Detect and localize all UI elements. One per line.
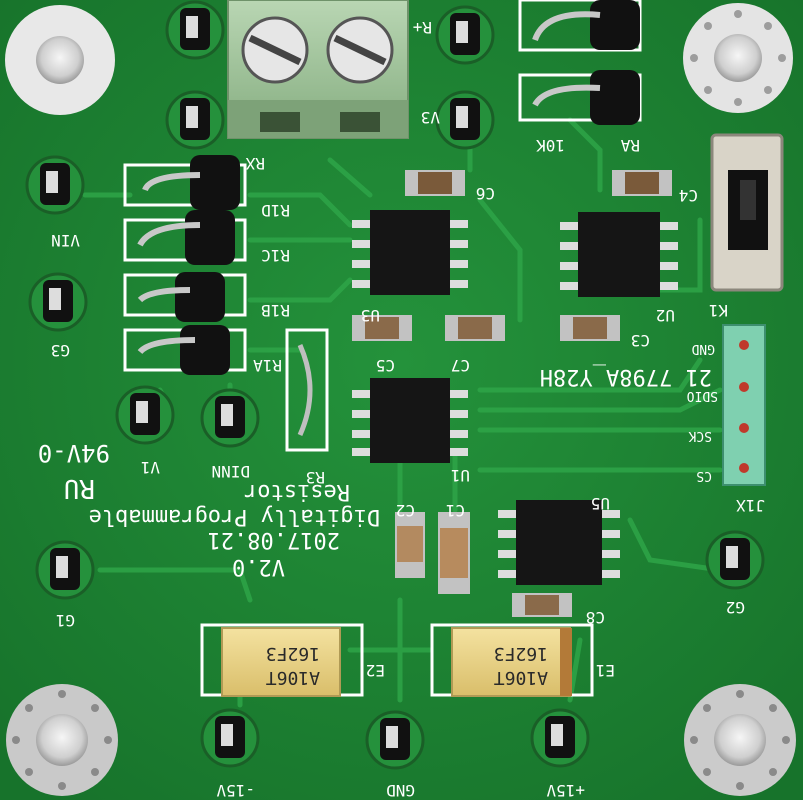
ic-u3 (352, 210, 468, 295)
label-r3: R3 (306, 468, 325, 487)
label-u2: U2 (656, 306, 675, 325)
mounting-hole-top-right (683, 3, 793, 113)
label-c7: C7 (451, 356, 470, 375)
label-r1b: R1B (261, 301, 290, 320)
label-gnd: GND (386, 781, 415, 800)
jumper-r3 (285, 328, 329, 452)
smd-capacitors (352, 170, 672, 617)
label-j1x: J1X (736, 496, 765, 515)
label-rx: RX (245, 154, 265, 173)
mounting-hole-bottom-left (6, 684, 118, 796)
label-v1: V1 (141, 458, 160, 477)
label-c5: C5 (376, 356, 395, 375)
silk-flammability: 94V-0 (38, 439, 110, 467)
post-top-1 (165, 0, 225, 60)
post-vin (25, 155, 85, 215)
jumper-block-r1 (123, 155, 247, 375)
label-header-cs: CS (696, 468, 712, 483)
label-header-sdio: SDIO (687, 388, 718, 403)
label-g2: G2 (726, 598, 745, 617)
cap-c7 (445, 315, 505, 341)
post-v3 (435, 90, 495, 150)
post-gnd (365, 710, 425, 770)
label-g3: G3 (51, 341, 70, 360)
cap-c5 (352, 315, 412, 341)
screw-terminal-rx (227, 0, 409, 139)
header-j1x (722, 324, 766, 486)
e2-marking-1: 162F3 (266, 643, 320, 664)
label-pos15v: +15V (546, 781, 585, 800)
label-c1: C1 (446, 501, 465, 520)
silkscreen-text: VIN G3 G1 G2 V1 DINN -15V GND +15V RX R+… (38, 18, 765, 800)
post-neg15v (200, 708, 260, 768)
cap-c3 (560, 315, 620, 341)
label-u1: U1 (451, 466, 470, 485)
ic-u1 (352, 378, 468, 463)
tantalum-e2 (200, 623, 364, 697)
post-g2 (705, 530, 765, 590)
mounting-hole-top-left (5, 5, 115, 115)
label-v3: V3 (421, 108, 440, 127)
post-r-plus (435, 5, 495, 65)
label-u5: U5 (591, 494, 610, 513)
label-r1c: R1C (261, 246, 290, 265)
silk-version: V2.0 (232, 554, 285, 579)
label-e1: E1 (596, 661, 615, 680)
label-e2: E2 (366, 661, 385, 680)
cap-c8 (512, 593, 572, 617)
post-g1 (35, 540, 95, 600)
cap-c2 (395, 512, 425, 578)
silk-title-line2: Resistor (244, 479, 350, 504)
silk-title-line1: Digitally Programmable (89, 504, 380, 529)
mounting-hole-bottom-right (684, 684, 796, 796)
label-c4: C4 (679, 186, 698, 205)
label-g1: G1 (56, 611, 75, 630)
e1-marking-1: 162F3 (494, 643, 548, 664)
label-header-gnd: GND (691, 341, 715, 356)
cap-c4 (612, 170, 672, 196)
label-c3: C3 (631, 331, 650, 350)
ic-u2 (560, 212, 678, 297)
label-u3: U3 (361, 306, 380, 325)
tantalum-markings: 162F3 A106T 162F3 A106T (266, 643, 548, 688)
label-header-sck: SCK (688, 428, 712, 443)
e2-marking-2: A106T (266, 667, 320, 688)
jumper-block-ra (518, 0, 642, 125)
silk-ul-mark: RU (64, 473, 95, 503)
cap-c1 (438, 512, 470, 594)
ic-u5 (498, 500, 620, 585)
label-c8: C8 (586, 608, 605, 627)
label-neg15v: -15V (216, 781, 255, 800)
label-k1: K1 (709, 301, 728, 320)
silk-part-number: 21 7798A_Y28H (540, 364, 712, 389)
test-points (25, 0, 765, 770)
post-g3 (28, 272, 88, 332)
label-r1a: R1A (253, 356, 282, 375)
tantalum-e1 (430, 623, 594, 697)
label-dinn: DINN (211, 462, 250, 481)
label-vin: VIN (51, 231, 80, 250)
post-top-2 (165, 90, 225, 150)
e1-marking-2: A106T (494, 667, 548, 688)
slide-switch-k1 (710, 133, 784, 292)
post-v1 (115, 385, 175, 445)
label-r1d: R1D (261, 201, 290, 220)
label-c2: C2 (396, 501, 415, 520)
label-ra: RA (620, 136, 640, 155)
post-dinn (200, 388, 260, 448)
post-pos15v (530, 708, 590, 768)
label-r-plus: R+ (413, 18, 432, 37)
silk-date: 2017.08.21 (208, 527, 340, 552)
label-10k: 10K (536, 136, 565, 155)
label-c6: C6 (476, 184, 495, 203)
cap-c6 (405, 170, 465, 196)
ic-chips (352, 210, 678, 585)
